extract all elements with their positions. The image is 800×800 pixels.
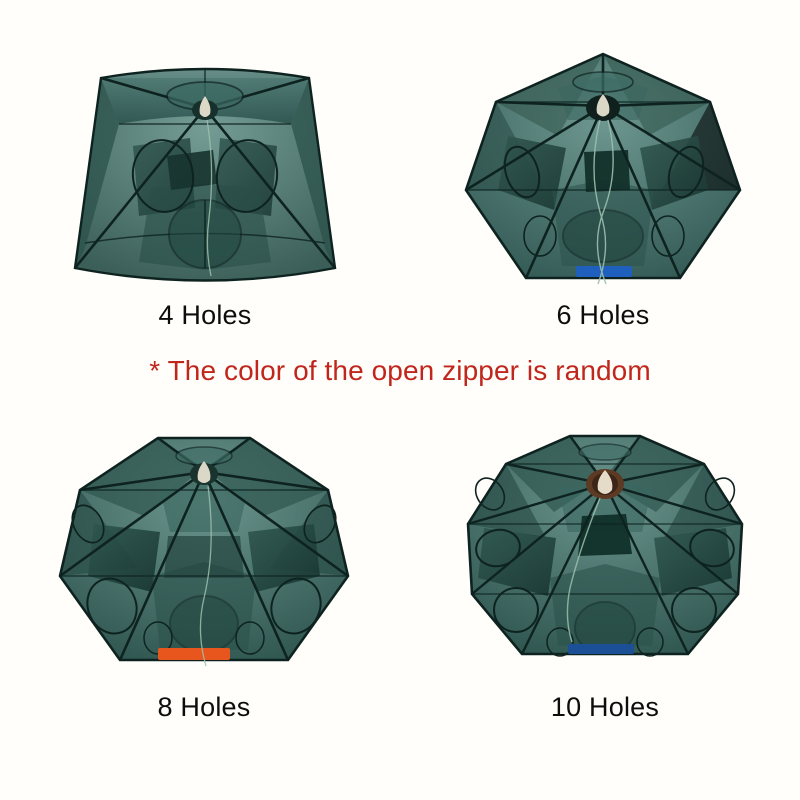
hub-knob: [197, 461, 211, 483]
net-wedge: [496, 54, 603, 136]
trap-illustration-10-holes: [450, 428, 760, 678]
net-entrance-group: [71, 446, 337, 655]
net-cord-group: [593, 119, 614, 285]
net-entrance-hole: [270, 577, 322, 635]
net-side-panel-left: [75, 78, 119, 268]
net-hub: [192, 96, 218, 120]
net-cord: [566, 497, 601, 643]
net-entrance-hole: [169, 595, 239, 653]
net-entrance-hole: [86, 577, 138, 635]
net-trap-svg-8-holes: [58, 436, 350, 667]
net-cord: [206, 119, 213, 277]
net-entrance-hole: [689, 528, 735, 568]
net-entrance-hole: [562, 209, 644, 263]
net-entrance-hole: [503, 145, 541, 199]
net-entrance-hole: [235, 621, 265, 655]
net-cord: [199, 485, 212, 667]
net-entrance-hole: [493, 587, 539, 633]
net-entrance-hole: [667, 145, 705, 199]
net-entrance-group: [503, 71, 705, 263]
net-chamber-right: [654, 528, 732, 596]
hub-knob: [597, 470, 613, 494]
net-entrance-hole: [651, 215, 685, 257]
trap-illustration-8-holes: [48, 428, 360, 678]
net-entrance-hole: [474, 477, 506, 511]
net-entrance-group: [131, 81, 279, 269]
net-entrance-hole: [475, 528, 521, 568]
net-wedge: [603, 54, 710, 136]
net-entrance-hole: [636, 627, 664, 657]
net-entrance-hole: [704, 477, 736, 511]
net-entrance-hole: [572, 71, 634, 93]
net-center-patch: [584, 150, 630, 192]
net-trap-svg-6-holes: [464, 52, 742, 285]
net-side-panel-right: [291, 78, 335, 268]
net-chamber-right: [248, 524, 320, 592]
net-trap-svg-10-holes: [466, 434, 744, 657]
zipper-color-notice: * The color of the open zipper is random: [149, 355, 651, 386]
trap-label-8-holes: 8 Holes: [157, 692, 251, 722]
net-entrance-hole: [671, 587, 717, 633]
net-hub: [586, 94, 620, 121]
net-center-patch: [164, 536, 244, 578]
hub-knob: [596, 94, 610, 117]
net-entrance-hole: [215, 139, 279, 213]
trap-label-6-holes: 6 Holes: [556, 300, 650, 330]
net-chamber-left: [478, 528, 556, 596]
net-trap-svg-4-holes: [73, 67, 337, 282]
net-chamber-bottom: [152, 562, 256, 650]
trap-label-4-holes: 4 Holes: [158, 300, 252, 330]
net-wedge: [80, 438, 204, 516]
net-chamber-bottom: [550, 564, 660, 646]
net-entrance-hole: [578, 443, 632, 461]
trap-label-10-holes: 10 Holes: [550, 692, 660, 722]
zipper-strip: [576, 266, 632, 277]
hub-knob: [199, 96, 211, 117]
zipper-strip: [568, 644, 634, 654]
net-chamber-right: [640, 136, 708, 210]
net-entrance-hole: [303, 504, 337, 544]
net-entrance-hole: [131, 139, 195, 213]
net-rib-group: [467, 435, 743, 655]
trap-illustration-4-holes: [55, 38, 355, 293]
net-entrance-group: [474, 443, 736, 657]
net-entrance-hole: [71, 504, 105, 544]
net-wedge: [204, 438, 328, 516]
trap-illustration-6-holes: [448, 40, 758, 290]
net-rib-secondary-group: [468, 463, 742, 595]
net-entrance-hole: [546, 627, 574, 657]
zipper-strip: [158, 648, 230, 660]
net-hub: [190, 461, 218, 485]
net-chamber-left: [88, 524, 160, 592]
net-entrance-hole: [523, 215, 557, 257]
net-hub: [586, 469, 624, 499]
